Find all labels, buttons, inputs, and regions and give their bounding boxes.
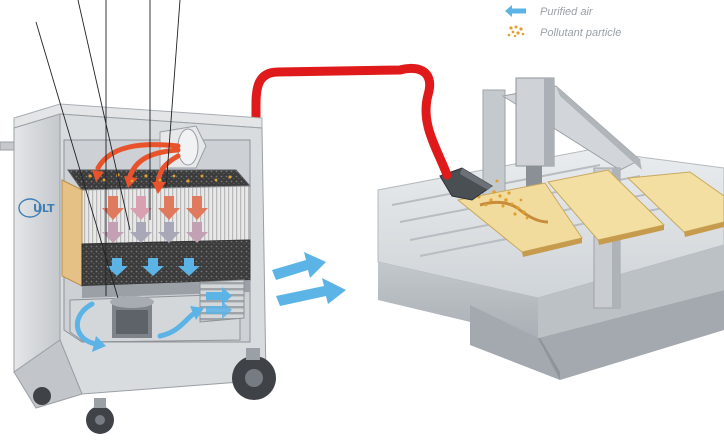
filtration-arrows [102, 196, 208, 243]
purified-air-arrows [74, 252, 346, 352]
ult-logo-text: ULT [33, 202, 55, 215]
exhaust-arrow-lower [276, 278, 346, 306]
routed-groove [479, 200, 549, 224]
polluted-air-arrows [92, 142, 181, 194]
pollutant-particles-in-unit [88, 173, 232, 183]
unit-wheels [33, 348, 276, 434]
filter-side-frame [61, 179, 83, 287]
callout-lines [35, 0, 181, 299]
cnc-machine [377, 77, 724, 380]
extraction-nozzle [439, 167, 493, 201]
legend-item-purified-air: Purified air [505, 5, 594, 18]
legend-item-pollutant-particle: Pollutant particle [507, 25, 621, 39]
workpiece-3 [626, 171, 724, 233]
cnc-base [470, 290, 724, 380]
particle-dots-icon [507, 25, 525, 38]
exhaust-arrow-upper [272, 252, 326, 280]
fan-motor-icon [110, 296, 154, 338]
cnc-table-side [538, 245, 724, 338]
legend-label-pollutant-particle: Pollutant particle [540, 27, 621, 39]
wheel-rear-left [33, 387, 51, 405]
blue-arrow-icon [505, 5, 526, 17]
unit-body-left [13, 113, 61, 373]
ult-logo: ULT [18, 198, 55, 218]
legend-label-purified-air: Purified air [540, 6, 594, 18]
extraction-unit: ULT [0, 103, 276, 434]
legend: Purified air Pollutant particle [505, 5, 621, 39]
